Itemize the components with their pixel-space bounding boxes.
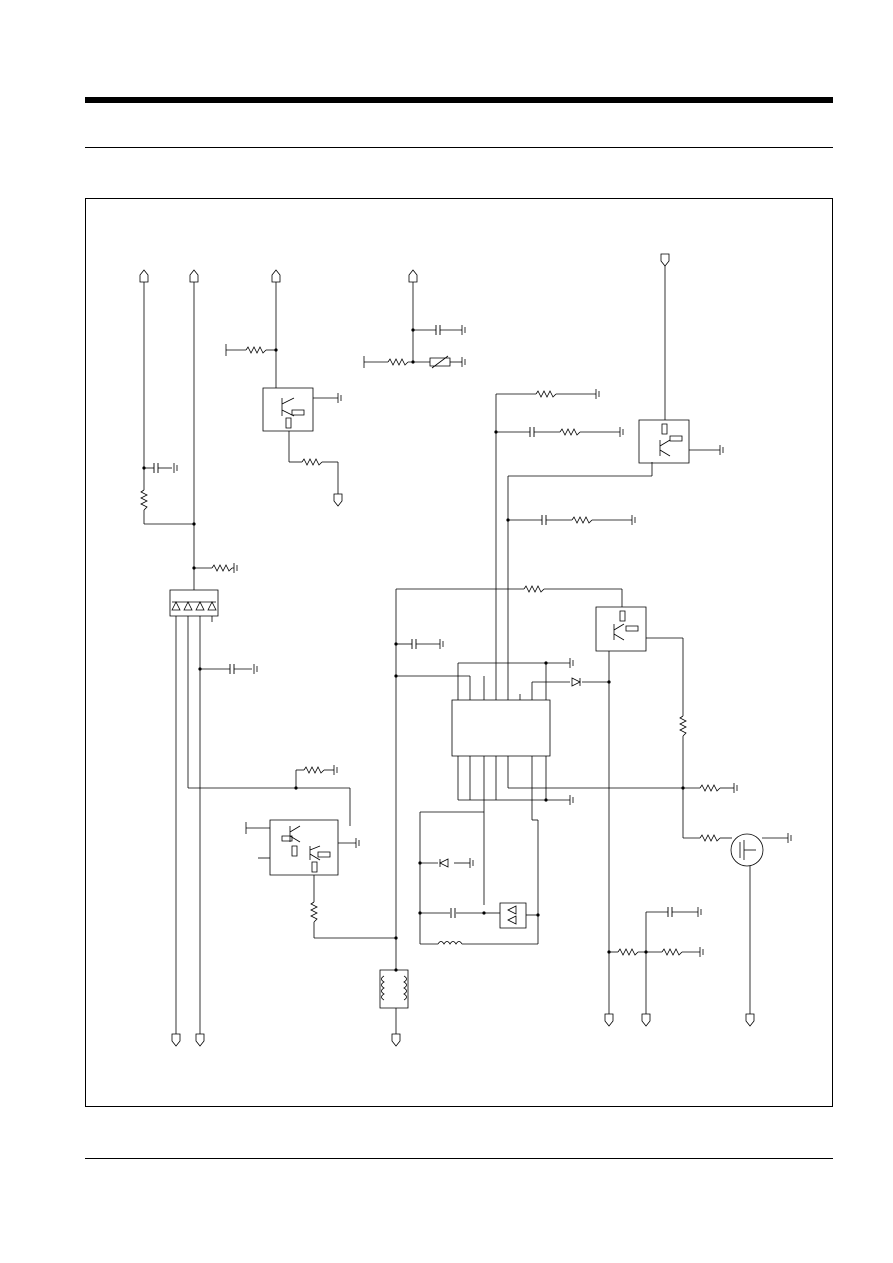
top-heavy-rule [85,97,833,103]
footer-divider [85,1158,833,1159]
schematic-frame [85,198,833,1107]
header-divider [85,147,833,148]
